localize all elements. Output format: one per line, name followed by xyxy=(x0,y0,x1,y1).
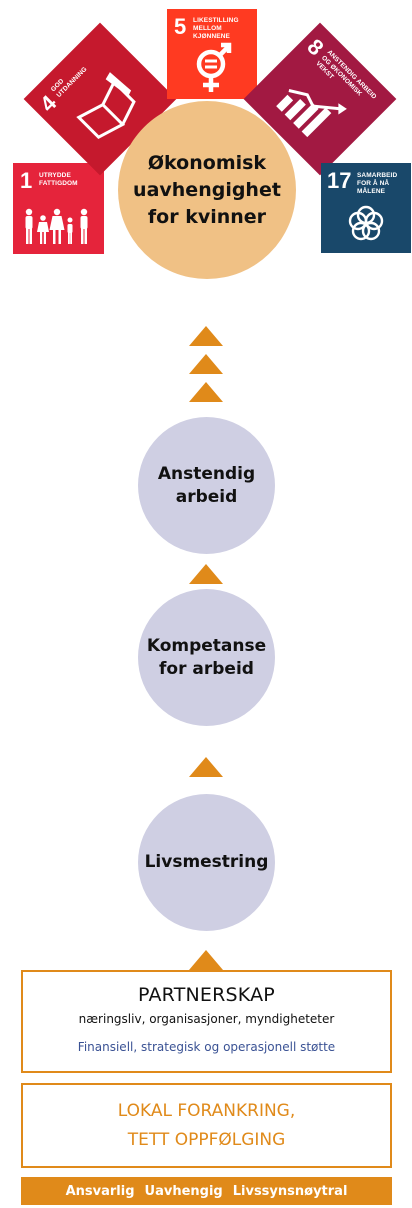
sdg-label: UTRYDDE FATTIGDOM xyxy=(39,172,78,187)
step-circle-life-skills: Livsmestring xyxy=(138,794,275,931)
local-line-1: LOKAL FORANKRING, xyxy=(117,1101,296,1121)
sdg-label: SAMARBEID FOR Å NÅ MÅLENE xyxy=(357,172,398,195)
sdg-5-tile: 5 LIKESTILLING MELLOM KJØNNENE xyxy=(167,9,257,99)
book-pencil-icon xyxy=(76,72,136,140)
local-anchoring-box: LOKAL FORANKRING, TETT OPPFØLGING xyxy=(21,1083,392,1168)
partnership-subtitle: næringsliv, organisasjoner, myndighetete… xyxy=(78,1012,335,1026)
values-bar: Ansvarlig Uavhengig Livssynsnøytral xyxy=(21,1177,392,1205)
partnership-title: PARTNERSKAP xyxy=(138,984,275,1006)
growth-chart-icon xyxy=(276,89,347,138)
step-text: Livsmestring xyxy=(144,852,269,872)
local-line-2: TETT OPPFØLGING xyxy=(127,1130,286,1150)
step-circle-decent-work: Anstendig arbeid xyxy=(138,417,275,554)
partnership-box: PARTNERSKAP næringsliv, organisasjoner, … xyxy=(21,970,392,1073)
arrow-up-icon xyxy=(189,950,223,970)
sdg-4-tile: 4 GOD UTDANNING xyxy=(23,22,177,176)
arrow-up-icon xyxy=(189,757,223,777)
sdg-17-tile: 17 SAMARBEID FOR Å NÅ MÅLENE xyxy=(321,163,411,253)
sdg-number: 1 xyxy=(20,168,33,193)
sdg-1-tile: 1 UTRYDDE FATTIGDOM xyxy=(13,163,104,254)
goal-circle: Økonomisk uavhengighet for kvinner xyxy=(118,101,296,279)
flower-rings-icon xyxy=(348,205,384,241)
sdg-label: LIKESTILLING MELLOM KJØNNENE xyxy=(193,17,239,40)
sdg-8-tile: 8 ANSTENDIG ARBEID OG ØKONOMISK VEKST xyxy=(243,22,397,176)
arrow-up-icon xyxy=(189,382,223,402)
arrow-up-icon xyxy=(189,326,223,346)
arrow-up-icon xyxy=(189,354,223,374)
value-item: Ansvarlig xyxy=(65,1183,135,1199)
sdg-number: 17 xyxy=(327,168,352,193)
family-icon xyxy=(25,208,88,244)
partnership-support: Finansiell, strategisk og operasjonell s… xyxy=(77,1040,336,1054)
goal-text: Økonomisk uavhengighet for kvinner xyxy=(133,151,281,228)
value-item: Uavhengig xyxy=(144,1183,223,1199)
gender-equality-icon xyxy=(196,42,232,92)
sdg-label: GOD UTDANNING xyxy=(49,65,89,99)
step-circle-competence: Kompetanse for arbeid xyxy=(138,589,275,726)
arrow-up-icon xyxy=(189,564,223,584)
value-item: Livssynsnøytral xyxy=(232,1183,348,1199)
step-text: Kompetanse for arbeid xyxy=(146,635,267,679)
sdg-number: 5 xyxy=(174,14,187,39)
step-text: Anstendig arbeid xyxy=(157,463,256,507)
